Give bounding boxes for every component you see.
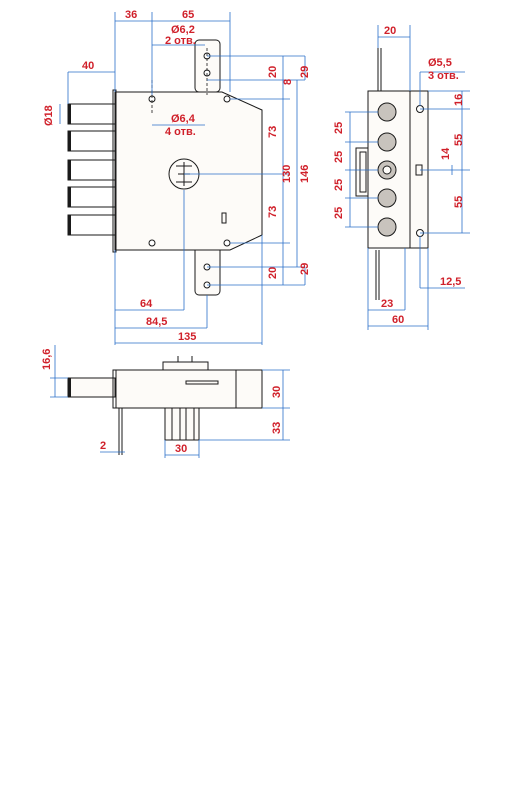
dim-width-84: 84,5 [146,316,167,328]
dim-upper-29: 29 [299,66,311,78]
bolt [67,130,116,152]
dim-height-146: 146 [299,165,311,183]
front-plate-edge [112,89,117,253]
bolt [67,214,116,236]
dim-bolt-dia: Ø18 [43,105,55,126]
bolt-head-core [382,165,392,175]
mounting-hole [223,239,231,247]
bolt-head [377,188,397,208]
bolt [67,159,116,181]
bolt-end [68,131,71,151]
dim-bottom-33: 33 [271,422,283,434]
slot [221,212,227,224]
top-fixing-plate [194,39,221,93]
bolt-head [377,102,397,122]
dim-side-14: 14 [440,147,452,160]
dim-side-23: 23 [381,298,393,310]
bottom-body [115,369,263,409]
bolt-head [377,217,397,237]
bolt [67,186,116,208]
bottom-cylinder [164,407,200,441]
dim-hole-mid-count: 4 отв. [165,126,196,138]
dim-side-60: 60 [392,314,404,326]
bolt-head [377,132,397,152]
side-faceplate [409,90,429,249]
dim-side-hole-count: 3 отв. [428,70,459,82]
dim-cyl-offset: 36 [125,9,137,21]
dim-hole-top: Ø6,2 [171,24,195,36]
side-body [367,90,429,249]
side-dimension-lines [345,25,470,330]
dim-lower-29: 29 [299,263,311,275]
dim-bolt-throw: 40 [82,60,94,72]
front-dimension-lines [59,12,306,345]
bottom-view [67,356,263,455]
dim-side-12: 12,5 [440,276,461,288]
bolt-end [68,160,71,180]
front-view [67,39,263,296]
dim-upper-73: 73 [267,126,279,138]
bolts [67,103,116,236]
dim-hole-top-count: 2 отв. [165,35,196,47]
dim-pitch-4: 25 [333,207,345,219]
mounting-hole [148,239,156,247]
side-dimension-labels: 20 Ø5,5 3 отв. 16 25 25 25 25 55 14 55 1… [333,25,465,326]
dim-bottom-30b: 30 [175,443,187,455]
front-dimension-labels: 36 65 Ø6,2 2 отв. 40 Ø18 Ø6,4 4 отв. 20 … [43,9,311,343]
bolt-end [68,215,71,235]
bottom-cylinder-top [162,361,209,371]
bottom-dimension-lines [50,345,290,458]
side-view [355,48,429,300]
mounting-hole [223,95,231,103]
bolt [67,103,116,125]
dim-side-16: 16 [453,94,465,106]
bottom-slot [185,380,219,385]
bolt-end [68,104,71,124]
dim-bottom-2: 2 [100,440,106,452]
dim-side-55a: 55 [453,134,465,146]
side-cylinder [355,147,369,197]
side-cylinder-inner [359,151,367,193]
dim-side-hole: Ø5,5 [428,57,452,69]
dim-bottom-16: 16,6 [41,349,53,370]
bottom-dimension-labels: 16,6 30 33 2 30 [41,349,283,455]
dim-bottom-30a: 30 [271,386,283,398]
cylinder-cam [176,162,192,186]
dim-backset: 64 [140,298,153,310]
dim-lower-73: 73 [267,206,279,218]
dim-pitch-3: 25 [333,179,345,191]
dim-overall: 135 [178,331,196,343]
bottom-box-end [235,369,263,409]
dim-pitch-2: 25 [333,151,345,163]
dim-side-top-20: 20 [384,25,396,37]
dim-upper-8: 8 [282,79,294,85]
dim-plate-offset: 65 [182,9,194,21]
dim-lower-20: 20 [267,267,279,279]
bottom-bolt [67,377,116,398]
dim-upper-20: 20 [267,66,279,78]
dim-side-55b: 55 [453,196,465,208]
dim-height-130: 130 [281,165,293,183]
dim-pitch-1: 25 [333,122,345,134]
dim-hole-mid: Ø6,4 [171,113,196,125]
bolt-end [68,187,71,207]
bottom-bolt-end [68,378,71,397]
